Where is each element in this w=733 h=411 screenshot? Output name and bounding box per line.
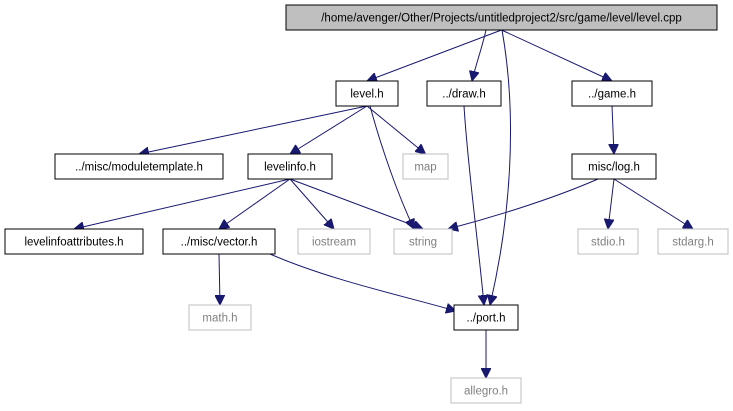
node-box (577, 228, 639, 255)
node-label: ../misc/moduletemplate.h (75, 162, 203, 174)
node-label: math.h (202, 313, 237, 325)
edge-misc-log-h-to-stdio-h (608, 178, 615, 229)
node-draw-h[interactable]: ../draw.h (426, 80, 502, 107)
node-box (285, 4, 718, 31)
node-box (247, 153, 333, 180)
nodes-layer: /home/avenger/Other/Projects/untitledpro… (4, 4, 729, 404)
node-label: levelinfo.h (264, 162, 316, 174)
edge-level-h-to-moduletemplate-h (139, 105, 368, 154)
node-box (402, 153, 449, 180)
node-misc-vector-h[interactable]: ../misc/vector.h (162, 228, 276, 255)
edge-misc-vector-h-to-port-h (269, 253, 456, 311)
node-moduletemplate-h[interactable]: ../misc/moduletemplate.h (54, 153, 224, 180)
edge-levelinfo-h-to-levelinfoattributes-h (74, 178, 291, 229)
node-label: string (409, 237, 437, 249)
edge-game-h-to-misc-log-h (612, 105, 614, 154)
node-label: ../game.h (588, 89, 636, 101)
edge-draw-h-to-port-h (463, 105, 484, 305)
node-port-h[interactable]: ../port.h (453, 304, 519, 331)
node-box (4, 228, 144, 255)
node-stdio-h: stdio.h (577, 228, 639, 255)
node-label: /home/avenger/Other/Projects/untitledpro… (321, 13, 682, 25)
node-levelinfo-h[interactable]: levelinfo.h (247, 153, 333, 180)
node-label: levelinfoattributes.h (24, 237, 123, 249)
node-label: level.h (350, 89, 383, 101)
node-math-h: math.h (188, 304, 252, 331)
node-box (335, 80, 399, 107)
node-map: map (402, 153, 449, 180)
node-label: ../draw.h (442, 89, 485, 101)
node-box (450, 377, 522, 404)
node-box (426, 80, 502, 107)
node-box (393, 228, 453, 255)
edge-levelinfo-h-to-misc-vector-h (219, 178, 291, 229)
node-level-h[interactable]: level.h (335, 80, 399, 107)
node-allegro-h: allegro.h (450, 377, 522, 404)
node-label: iostream (312, 237, 356, 249)
node-misc-log-h[interactable]: misc/log.h (571, 153, 657, 180)
edge-level-h-to-levelinfo-h (290, 105, 368, 154)
node-box (162, 228, 276, 255)
node-box (453, 304, 519, 331)
edge-misc-log-h-to-stdarg-h (613, 178, 693, 229)
node-label: map (414, 162, 436, 174)
node-box (571, 80, 653, 107)
edge-level-cpp-to-draw-h (472, 29, 487, 81)
node-label: ../port.h (467, 313, 506, 325)
edge-misc-vector-h-to-math-h (219, 253, 220, 305)
node-label: stdio.h (591, 237, 625, 249)
node-box (188, 304, 252, 331)
edge-levelinfo-h-to-string (289, 178, 423, 229)
node-box (657, 228, 729, 255)
edge-misc-log-h-to-string (448, 178, 599, 229)
node-game-h[interactable]: ../game.h (571, 80, 653, 107)
node-iostream: iostream (297, 228, 371, 255)
node-label: stdarg.h (672, 237, 714, 249)
node-label: ../misc/vector.h (181, 237, 258, 249)
node-label: misc/log.h (588, 162, 640, 174)
edge-level-cpp-to-level-h (367, 29, 502, 81)
edge-levelinfo-h-to-iostream (289, 178, 334, 229)
node-box (54, 153, 224, 180)
node-stdarg-h: stdarg.h (657, 228, 729, 255)
edges-layer (74, 29, 693, 378)
edge-level-h-to-map (366, 105, 426, 154)
node-level-cpp[interactable]: /home/avenger/Other/Projects/untitledpro… (285, 4, 718, 31)
edge-level-cpp-to-port-h (490, 29, 511, 305)
node-label: allegro.h (464, 386, 508, 398)
edge-level-h-to-string (369, 105, 414, 229)
edge-level-cpp-to-game-h (501, 29, 613, 81)
node-string: string (393, 228, 453, 255)
node-box (571, 153, 657, 180)
node-levelinfoattributes-h[interactable]: levelinfoattributes.h (4, 228, 144, 255)
node-box (297, 228, 371, 255)
